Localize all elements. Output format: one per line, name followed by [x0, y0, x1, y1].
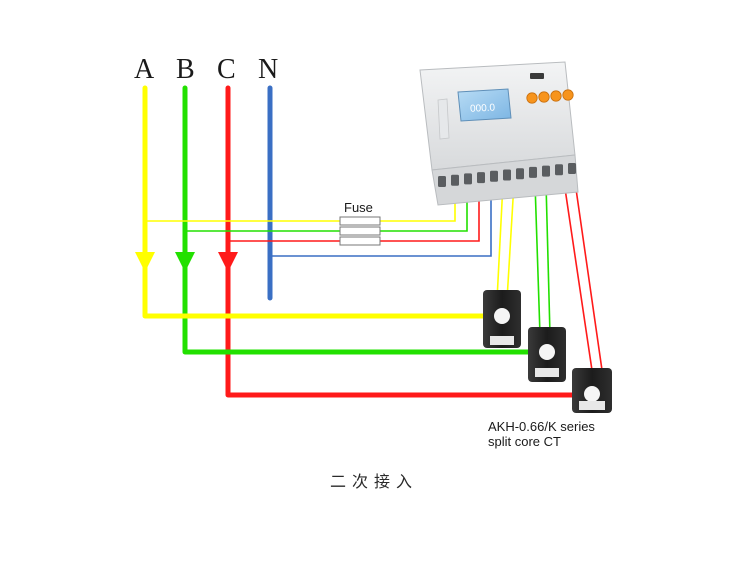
meter-terminal-screw — [438, 176, 446, 187]
meter-terminal-row — [438, 163, 576, 187]
meter-button-3-icon[interactable] — [550, 90, 562, 102]
ct-caption-line-1: AKH-0.66/K series — [488, 419, 595, 434]
meter-button-1-icon[interactable] — [526, 92, 538, 104]
phase-label-n: N — [258, 54, 278, 85]
phase-a-voltage-wire — [145, 183, 456, 222]
meter-terminal-screw — [503, 169, 511, 181]
phase-label-b: B — [176, 54, 195, 85]
split-core-ct-a — [483, 290, 521, 348]
fuse-group — [339, 216, 381, 246]
split-core-ct-c — [572, 368, 612, 413]
meter-display-value: 000.0 — [470, 102, 496, 114]
meter-button-2-icon[interactable] — [538, 91, 550, 103]
phase-a-current-arrow — [135, 252, 155, 272]
phase-c-current-arrow — [218, 252, 238, 272]
split-core-ct-b — [528, 327, 566, 382]
phase-label-c: C — [217, 54, 236, 85]
energy-meter: 000.0 — [419, 61, 579, 206]
meter-button-4-icon[interactable] — [562, 89, 574, 101]
phase-b-current-arrow — [175, 252, 195, 272]
ct-caption-line-2: split core CT — [488, 434, 561, 449]
fuse-a — [339, 216, 381, 226]
meter-terminal-screw — [568, 163, 576, 174]
ct-secondary-wires — [496, 174, 604, 378]
phase-c-voltage-wire — [228, 183, 480, 242]
meter-terminal-screw — [464, 173, 472, 185]
fuse-c — [339, 236, 381, 246]
meter-terminal-screw — [529, 166, 537, 178]
meter-comm-port — [530, 73, 544, 79]
fuse-label: Fuse — [344, 200, 373, 215]
neutral-voltage-wire — [270, 183, 492, 257]
footer-caption: 二次接入 — [330, 473, 418, 491]
meter-terminal-screw — [477, 172, 485, 184]
phase-label-a: A — [134, 54, 155, 85]
meter-lcd-screen — [457, 88, 512, 122]
fuse-b — [339, 226, 381, 236]
meter-terminal-screw — [542, 165, 550, 177]
meter-terminal-screw — [516, 168, 524, 180]
meter-terminal-screw — [555, 164, 563, 176]
meter-terminal-screw — [490, 170, 498, 182]
meter-terminal-screw — [451, 174, 459, 186]
meter-label-strip — [437, 98, 450, 140]
